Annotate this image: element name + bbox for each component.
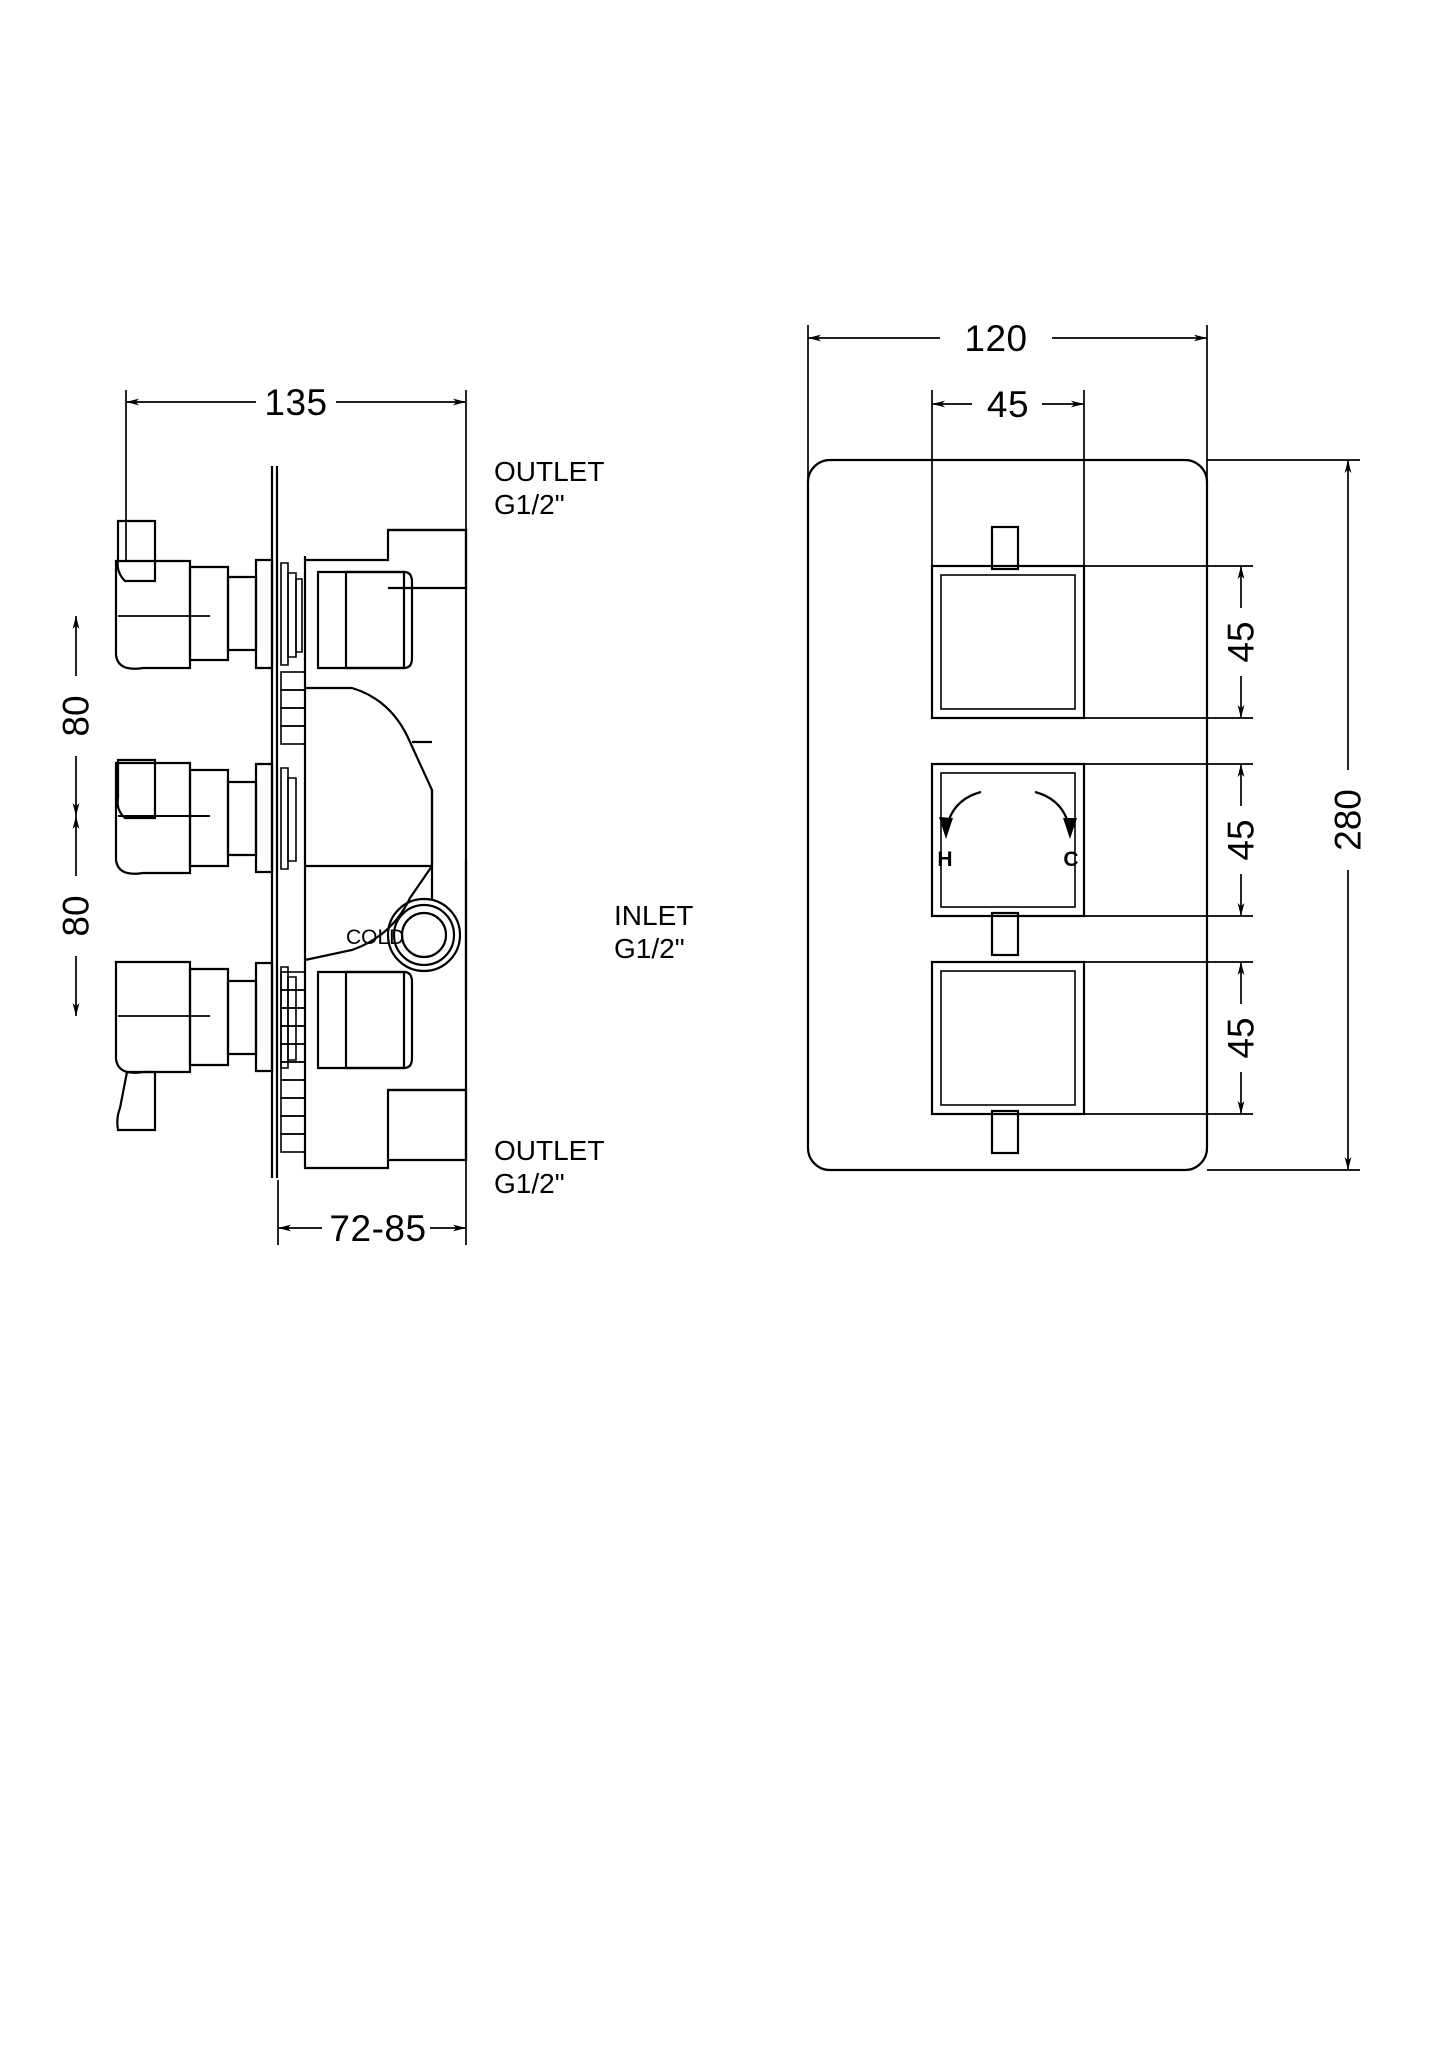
- side-section-view: 135 80 80 72-85: [56, 382, 694, 1249]
- label-outlet-bottom: OUTLET G1/2": [494, 1135, 604, 1199]
- inlet-line1: INLET: [614, 900, 693, 931]
- dim-72-85-label: 72-85: [329, 1208, 426, 1249]
- dim-80-upper-label: 80: [56, 695, 97, 736]
- handle-assembly-middle: [114, 758, 297, 875]
- dim-45-middle-label: 45: [1221, 819, 1262, 860]
- face-plate: [806, 458, 1209, 1172]
- dim-280-label: 280: [1328, 789, 1369, 851]
- dim-72-85: 72-85: [277, 1160, 467, 1249]
- dim-45-bottom-label: 45: [1221, 1017, 1262, 1058]
- hot-marker-label: H: [937, 848, 952, 871]
- cold-marker-label: C: [1063, 848, 1078, 871]
- dim-280: 280: [1207, 459, 1369, 1171]
- cartridge-spline-stack: [280, 671, 306, 1153]
- handle-assembly-bottom: [114, 960, 297, 1132]
- dim-45-width: 45: [931, 384, 1085, 630]
- dim-45-bottom: 45: [1084, 961, 1262, 1115]
- label-inlet: INLET G1/2": [614, 900, 693, 964]
- dim-120-label: 120: [964, 318, 1027, 359]
- front-face-view: 120 45: [806, 318, 1369, 1172]
- hot-arrow-icon: [939, 790, 982, 839]
- handle-square-middle: H C: [930, 762, 1086, 957]
- dim-135: 135: [125, 382, 467, 560]
- dim-45-middle: 45: [1084, 763, 1262, 917]
- dim-80-upper: 80: [56, 615, 210, 817]
- outlet-top-line1: OUTLET: [494, 456, 604, 487]
- outlet-bottom-line1: OUTLET: [494, 1135, 604, 1166]
- handle-square-top: [930, 525, 1086, 720]
- inlet-line2: G1/2": [614, 933, 685, 964]
- cold-arrow-icon: [1034, 790, 1077, 839]
- handle-square-bottom: [930, 960, 1086, 1155]
- outlet-bottom-line2: G1/2": [494, 1168, 565, 1199]
- dim-45-top: 45: [1084, 565, 1262, 719]
- handle-assembly-top: [114, 519, 303, 670]
- dim-45-width-label: 45: [987, 384, 1029, 425]
- dim-135-label: 135: [264, 382, 327, 423]
- valve-body: [303, 528, 468, 1170]
- dim-80-lower-label: 80: [56, 895, 97, 936]
- label-outlet-top: OUTLET G1/2": [494, 456, 604, 520]
- dim-45-top-label: 45: [1221, 621, 1262, 662]
- label-cold: COLD: [346, 926, 404, 949]
- outlet-top-line2: G1/2": [494, 489, 565, 520]
- dim-80-lower: 80: [56, 815, 210, 1017]
